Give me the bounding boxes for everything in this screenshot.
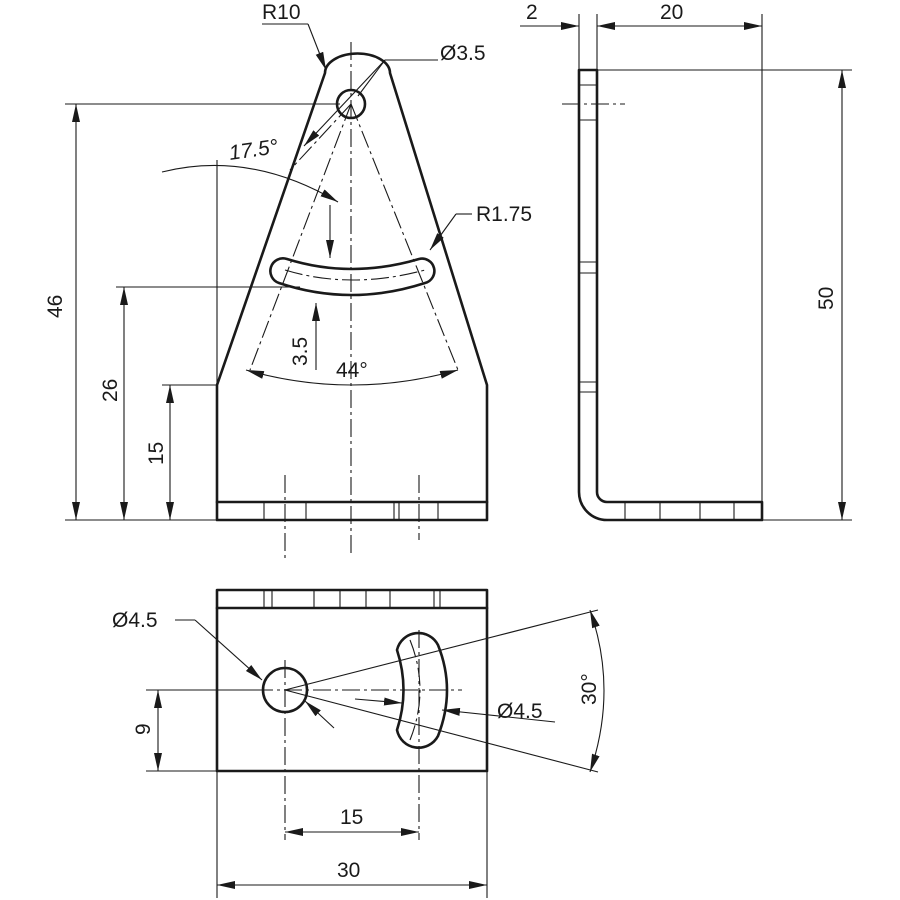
top-view-hidden-lines xyxy=(263,590,441,608)
dim-hole-top: Ø3.5 xyxy=(440,42,486,65)
dim-depth: 20 xyxy=(660,1,683,24)
dim-height-body: 15 xyxy=(145,442,168,465)
dim-angle-slot: 30° xyxy=(578,673,601,705)
dim-radius-top: R10 xyxy=(262,1,301,24)
dim-hole: Ø4.5 xyxy=(112,609,158,632)
top-view-kidney-slot xyxy=(395,631,449,749)
dim-width: 30 xyxy=(337,859,360,882)
dim-offset-y: 9 xyxy=(132,723,155,735)
front-view-outline xyxy=(215,52,489,522)
side-view: 2 20 50 xyxy=(520,1,852,522)
front-view-curved-slot xyxy=(269,257,436,297)
dim-angle-offset: 17.5° xyxy=(227,135,279,165)
dim-angle-spread: 44° xyxy=(336,359,368,382)
dim-height-total: 46 xyxy=(44,295,67,318)
dim-slot-width: 3.5 xyxy=(289,337,312,366)
dim-slot-radius: R1.75 xyxy=(476,203,532,226)
side-view-hidden-lines xyxy=(579,84,735,520)
side-view-profile xyxy=(577,68,764,522)
dim-slot: Ø4.5 xyxy=(497,700,543,723)
dim-thickness: 2 xyxy=(526,1,538,24)
front-view-hidden-lines xyxy=(263,502,439,520)
front-view: R10 Ø3.5 17.5° R1.75 46 26 15 3.5 44° xyxy=(44,1,532,560)
dim-height-slot: 26 xyxy=(99,379,122,402)
dim-hole-spacing: 15 xyxy=(340,806,363,829)
top-view: Ø4.5 Ø4.5 30° 9 15 30 xyxy=(112,588,605,898)
top-view-outline xyxy=(215,588,489,773)
front-view-centerlines xyxy=(249,42,459,560)
dim-height: 50 xyxy=(815,287,838,310)
